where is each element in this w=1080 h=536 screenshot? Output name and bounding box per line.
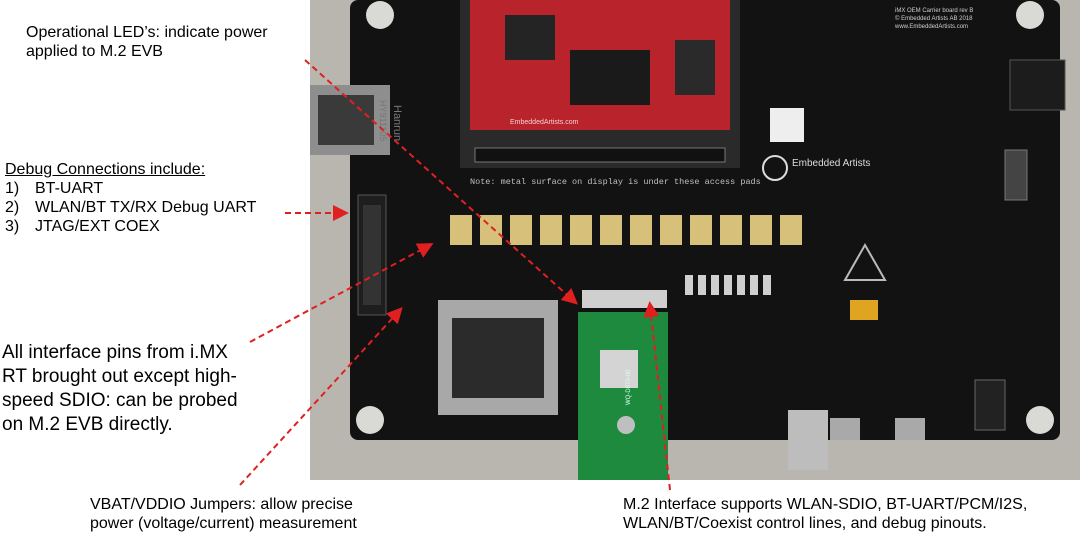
debug-item-3: 3)JTAG/EXT COEX bbox=[5, 218, 160, 235]
board-photo: Hanrun HY911105 EmbeddedArtists.com Note… bbox=[310, 0, 1080, 480]
website-label: www.EmbeddedArtists.com bbox=[894, 24, 968, 30]
ethernet-brand: Hanrun bbox=[391, 105, 403, 141]
micro-usb-port-2 bbox=[895, 418, 925, 440]
debug-heading: Debug Connections include: bbox=[5, 161, 206, 178]
debug-item-2: 2)WLAN/BT TX/RX Debug UART bbox=[5, 199, 257, 216]
pin-header-row bbox=[685, 275, 771, 295]
caption-operational-leds: Operational LED’s: indicate power applie… bbox=[26, 24, 268, 60]
module-label: EmbeddedArtists.com bbox=[510, 119, 579, 126]
embedded-artists-logo: Embedded Artists bbox=[762, 108, 870, 181]
ethernet-part: HY911105 bbox=[378, 100, 388, 141]
caption-debug-connections: Debug Connections include: 1)BT-UART 2)W… bbox=[5, 160, 256, 236]
debug-header bbox=[357, 194, 387, 316]
tantalum-capacitor bbox=[850, 300, 878, 320]
ethernet-jack: Hanrun HY911105 bbox=[310, 85, 403, 155]
board-note: Note: metal surface on display is under … bbox=[470, 177, 761, 187]
power-jack bbox=[1009, 59, 1066, 111]
imx-rt-oem-module: EmbeddedArtists.com bbox=[460, 0, 740, 168]
standoff-top-left bbox=[366, 1, 394, 29]
usb-port-a bbox=[788, 410, 828, 470]
audio-jack bbox=[974, 379, 1006, 431]
caption-vbat-jumpers: VBAT/VDDIO Jumpers: allow precise power … bbox=[90, 496, 357, 532]
micro-usb-port-1 bbox=[830, 418, 860, 440]
standoff-bottom-right bbox=[1026, 406, 1054, 434]
caption-interface-pins: All interface pins from i.MX RT brought … bbox=[2, 342, 238, 435]
warning-symbol bbox=[843, 242, 887, 281]
m2-evb-module: WQ-D870-00 bbox=[578, 290, 668, 480]
sd-card-slot bbox=[438, 300, 558, 415]
standoff-top-right bbox=[1016, 1, 1044, 29]
m2-module-label: WQ-D870-00 bbox=[626, 369, 632, 405]
serial-connector bbox=[1004, 149, 1028, 201]
caption-m2-interface: M.2 Interface supports WLAN-SDIO, BT-UAR… bbox=[623, 496, 1028, 532]
brand-text: Embedded Artists bbox=[792, 158, 870, 169]
debug-item-1: 1)BT-UART bbox=[5, 180, 104, 197]
carrier-label: iMX OEM Carrier board rev B bbox=[895, 8, 973, 14]
standoff-bottom-left bbox=[356, 406, 384, 434]
copyright-label: © Embedded Artists AB 2018 bbox=[895, 15, 973, 22]
